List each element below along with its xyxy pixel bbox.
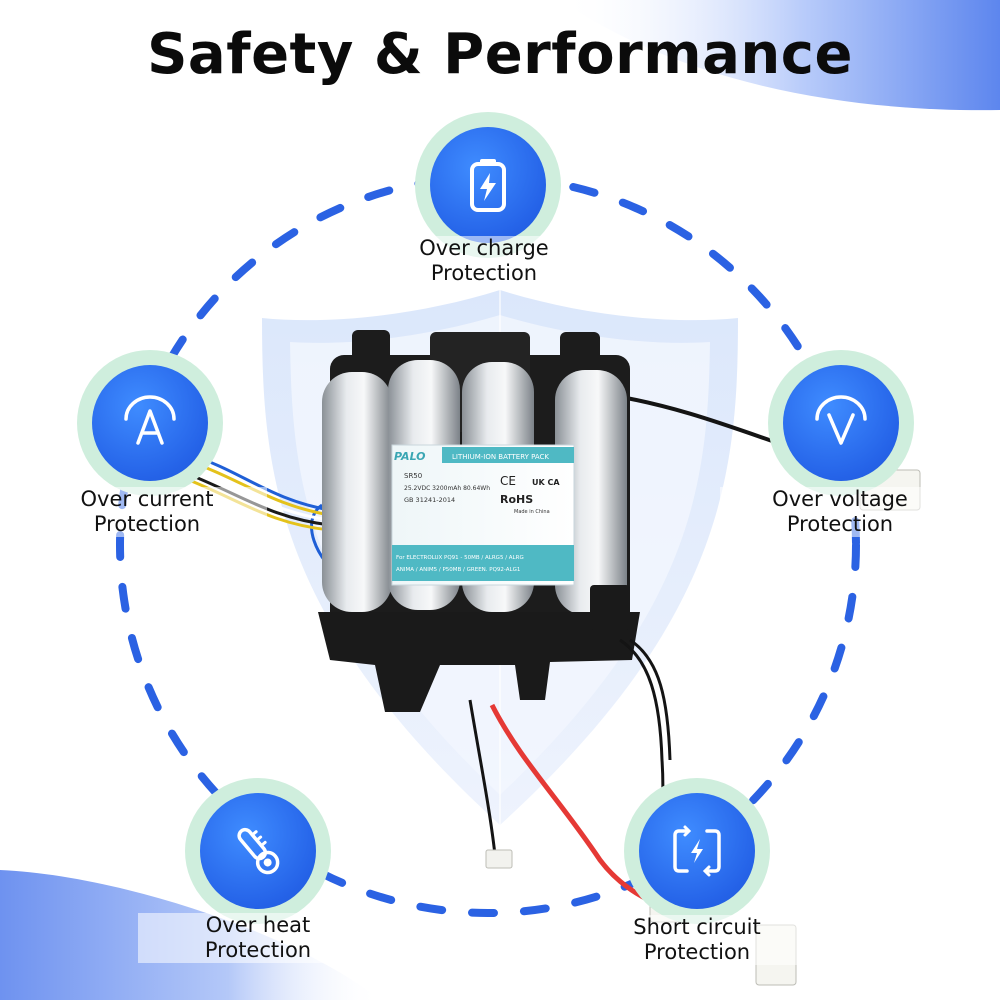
- over-voltage-label: Over voltage Protection: [720, 487, 960, 537]
- battery-compat-1: For ELECTROLUX PQ91 - 50MB / ALRG5 / ALR…: [396, 555, 524, 561]
- battery-compat-2: ANIMA / ANIM5 / P50MB / GREEN. PQ92-ALG1: [396, 567, 520, 573]
- short-circuit-icon: [673, 825, 721, 877]
- over-current-line2: Protection: [93, 512, 201, 536]
- top-right-swoosh: [560, 0, 1000, 111]
- thermometer-icon: [237, 827, 280, 875]
- over-charge-line1: Over charge: [419, 236, 549, 260]
- over-current-label: Over current Protection: [27, 487, 267, 537]
- battery-charging-icon: [470, 159, 506, 212]
- over-heat-label: Over heat Protection: [138, 913, 378, 963]
- over-heat-badge: [185, 778, 331, 924]
- over-voltage-line2: Protection: [786, 512, 894, 536]
- short-circuit-label: Short circuit Protection: [577, 915, 817, 965]
- battery-brand: PALO: [394, 450, 426, 463]
- battery-origin: Made in China: [514, 509, 550, 515]
- battery-ce: CE: [500, 474, 516, 488]
- battery-ukca: UK CA: [532, 478, 560, 487]
- battery-rating: 25.2VDC 3200mAh 80.64Wh: [404, 485, 490, 492]
- over-charge-line2: Protection: [430, 261, 538, 285]
- page-title: Safety & Performance: [147, 22, 853, 87]
- letter-v-icon: [815, 395, 867, 445]
- over-charge-label: Over charge Protection: [364, 236, 604, 286]
- over-current-line1: Over current: [80, 487, 214, 511]
- short-circuit-line2: Protection: [643, 940, 751, 964]
- battery-standard: GB 31241-2014: [404, 496, 455, 504]
- battery-type: LITHIUM-ION BATTERY PACK: [452, 453, 549, 461]
- battery-rohs: RoHS: [500, 493, 533, 506]
- short-circuit-line1: Short circuit: [633, 915, 761, 939]
- over-current-badge: [77, 350, 223, 496]
- letter-a-icon: [124, 395, 176, 445]
- over-heat-line2: Protection: [204, 938, 312, 962]
- over-voltage-line1: Over voltage: [772, 487, 908, 511]
- over-charge-badge: [415, 112, 561, 258]
- short-circuit-badge: [624, 778, 770, 924]
- battery-model: SR50: [404, 472, 422, 480]
- over-voltage-badge: [768, 350, 914, 496]
- over-heat-line1: Over heat: [205, 913, 311, 937]
